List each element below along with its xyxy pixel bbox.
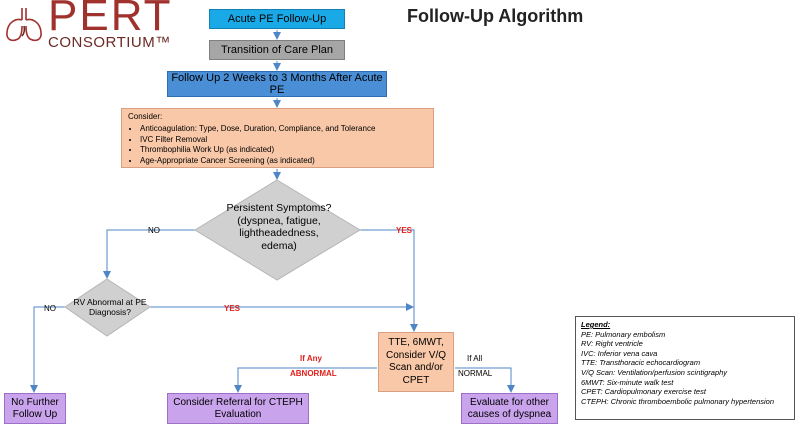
consider-item: IVC Filter Removal <box>140 135 427 146</box>
decision-persistent-text: Persistent Symptoms? (dyspnea, fatigue, … <box>226 202 332 252</box>
legend-item: IVC: Inferior vena cava <box>581 348 658 358</box>
legend-item: PE: Pulmonary embolism <box>581 329 666 339</box>
legend-box: Legend: PE: Pulmonary embolism RV: Right… <box>575 316 795 420</box>
consider-heading: Consider: <box>128 112 163 121</box>
node-cteph-referral: Consider Referral for CTEPH Evaluation <box>167 393 309 424</box>
edge-label-if-all: If All <box>467 354 483 363</box>
arrow-abnormal <box>234 367 377 393</box>
edge-label-yes: YES <box>396 226 413 235</box>
consider-item: Thrombophilia Work Up (as indicated) <box>140 145 427 156</box>
decision-persistent <box>194 179 361 281</box>
node-acute-pe-follow-up: Acute PE Follow-Up <box>209 9 345 29</box>
edge-label-normal: NORMAL <box>458 369 493 378</box>
logo-subtitle: CONSORTIUM™ <box>48 34 171 51</box>
arrow-yes-to-tte <box>360 229 418 332</box>
node-tte-tests: TTE, 6MWT, Consider V/Q Scan and/or CPET <box>378 332 454 392</box>
edge-label-no: NO <box>44 304 56 313</box>
arrow-normal <box>455 367 515 393</box>
node-transition-of-care: Transition of Care Plan <box>209 40 345 60</box>
consider-items: Anticoagulation: Type, Dose, Duration, C… <box>128 124 427 166</box>
logo-wordmark: PERT <box>48 0 173 40</box>
decision-rv-text: RV Abnormal at PE Diagnosis? <box>73 297 147 317</box>
node-evaluate-other-causes: Evaluate for other causes of dyspnea <box>461 393 558 424</box>
consider-item: Age-Appropriate Cancer Screening (as ind… <box>140 156 427 167</box>
lungs-logo-icon <box>6 8 42 42</box>
arrow-no-to-rv <box>103 229 195 279</box>
legend-item: 6MWT: Six-minute walk test <box>581 377 674 387</box>
edge-label-yes: YES <box>224 304 241 313</box>
edge-label-no: NO <box>148 226 160 235</box>
legend-title: Legend: <box>581 320 611 329</box>
edge-label-if-any: If Any <box>300 354 322 363</box>
legend-item: TTE: Transthoracic echocardiogram <box>581 358 701 368</box>
legend-item: V/Q Scan: Ventilation/perfusion scintigr… <box>581 367 728 377</box>
legend-item: CPET: Cardiopulmonary exercise test <box>581 387 706 397</box>
node-no-further-follow-up: No Further Follow Up <box>4 393 66 424</box>
consider-item: Anticoagulation: Type, Dose, Duration, C… <box>140 124 427 135</box>
legend-item: RV: Right ventricle <box>581 339 643 349</box>
decision-rv-abnormal <box>64 278 151 337</box>
edge-label-abnormal: ABNORMAL <box>290 369 337 378</box>
node-consider-list: Consider: Anticoagulation: Type, Dose, D… <box>121 108 434 168</box>
legend-item: CTEPH: Chronic thromboembolic pulmonary … <box>581 396 775 406</box>
node-follow-up-window: Follow Up 2 Weeks to 3 Months After Acut… <box>167 71 387 97</box>
arrow-rv-no <box>30 306 65 393</box>
page-title: Follow-Up Algorithm <box>407 6 584 26</box>
